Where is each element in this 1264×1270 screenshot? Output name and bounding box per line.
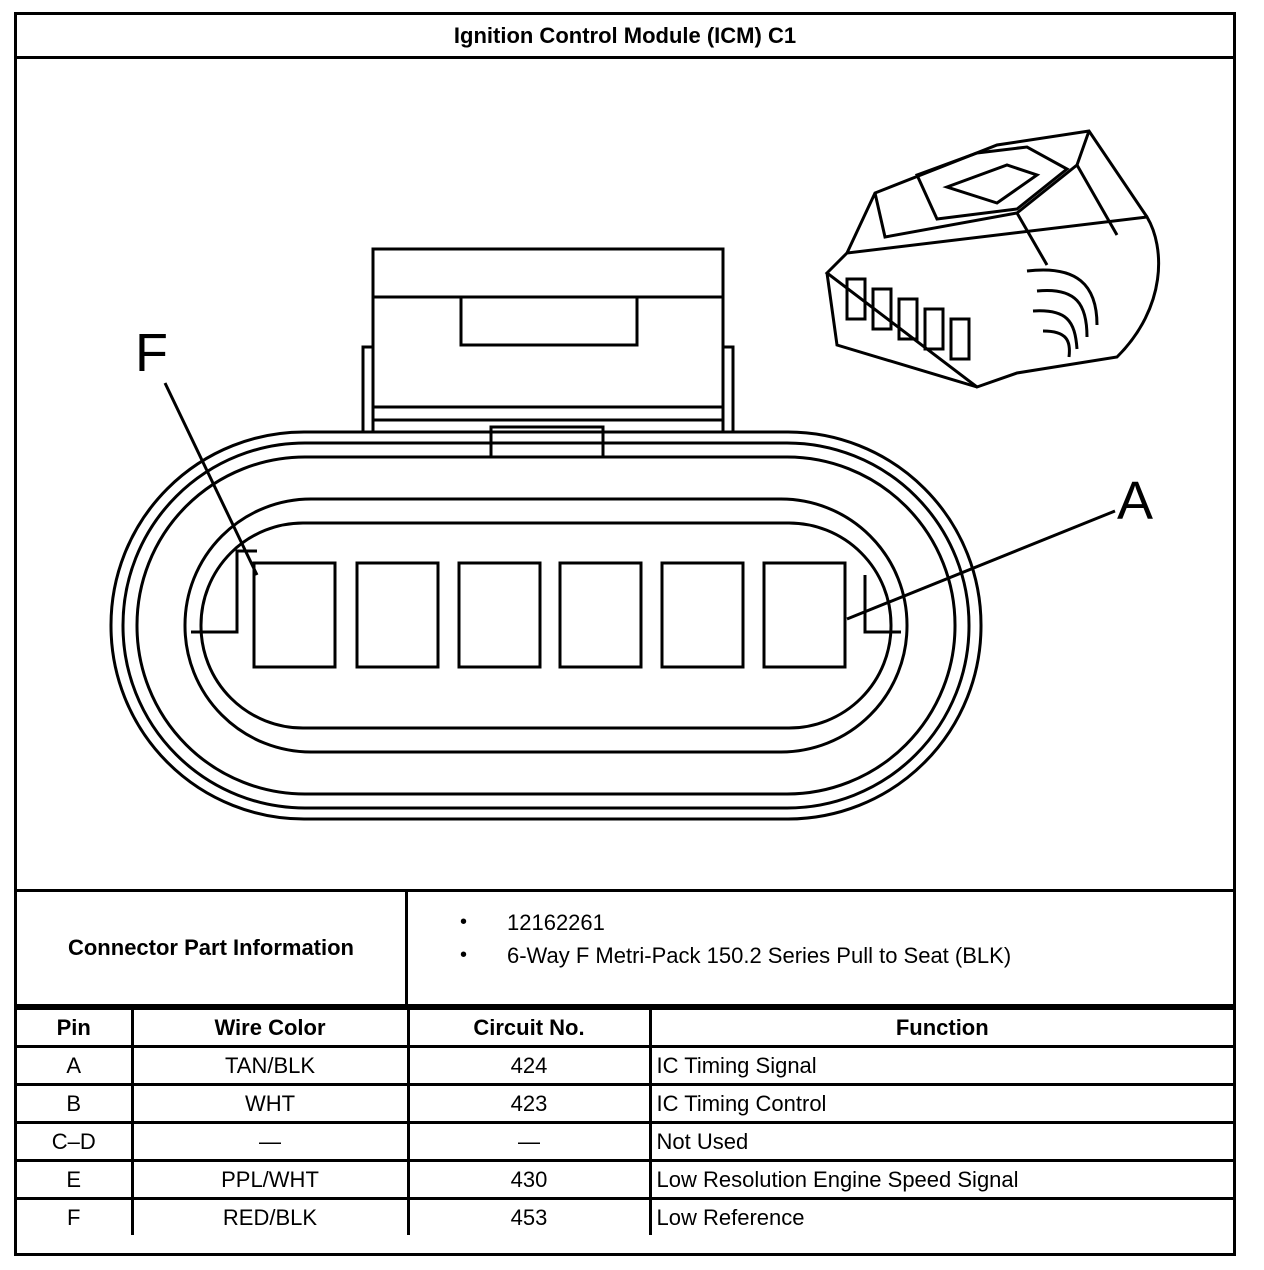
connector-sheet: Ignition Control Module (ICM) C1 (14, 12, 1236, 1256)
pin-label-f: F (135, 323, 168, 383)
terminal-cavity-b (660, 561, 745, 669)
connector-thumbnail-icon (824, 129, 1161, 389)
pin-cell: C–D (17, 1121, 134, 1162)
pin-cell: F (17, 1197, 134, 1235)
terminal-cavity-frame (199, 521, 893, 730)
leader-line-f (163, 382, 259, 576)
connector-diagram: F A (109, 129, 1161, 821)
column-header-pin: Pin (17, 1007, 134, 1048)
list-item: • 12162261 (460, 906, 1233, 939)
pin-label-a: A (1117, 471, 1153, 531)
pin-cell: E (17, 1159, 134, 1200)
table-row: A TAN/BLK 424 IC Timing Signal (17, 1045, 1233, 1086)
column-header-function: Function (648, 1007, 1233, 1048)
pinout-table: Pin Wire Color Circuit No. Function A TA… (17, 1007, 1233, 1235)
connector-part-information: Connector Part Information • 12162261 • … (17, 889, 1233, 1007)
circuit-cell: 453 (406, 1197, 652, 1235)
connector-body-inner (183, 497, 909, 754)
bullet-icon: • (460, 911, 468, 933)
part-number: 12162261 (507, 909, 605, 935)
circuit-cell: 430 (406, 1159, 652, 1200)
terminal-cavity-f (252, 561, 337, 669)
function-cell: Low Resolution Engine Speed Signal (648, 1159, 1233, 1200)
table-row: C–D — — Not Used (17, 1121, 1233, 1162)
wire-color-cell: PPL/WHT (130, 1159, 410, 1200)
connector-lock-tab (371, 247, 725, 432)
circuit-cell: 423 (406, 1083, 652, 1124)
function-cell: Not Used (648, 1121, 1233, 1162)
terminal-cavity-d (457, 561, 542, 669)
terminal-cavity-c (558, 561, 643, 669)
wire-color-cell: RED/BLK (130, 1197, 410, 1235)
connector-body-outer (109, 430, 983, 821)
lock-tab-window (459, 295, 639, 347)
function-cell: Low Reference (648, 1197, 1233, 1235)
connector-info-list: • 12162261 • 6-Way F Metri-Pack 150.2 Se… (408, 892, 1233, 1004)
wire-color-cell: — (130, 1121, 410, 1162)
table-row: B WHT 423 IC Timing Control (17, 1083, 1233, 1124)
terminal-cavity-a (762, 561, 847, 669)
connector-description: 6-Way F Metri-Pack 150.2 Series Pull to … (507, 942, 1012, 968)
pin-cell: A (17, 1045, 134, 1086)
wire-color-cell: TAN/BLK (130, 1045, 410, 1086)
bullet-icon: • (460, 944, 468, 966)
pin-cell: B (17, 1083, 134, 1124)
column-header-wire-color: Wire Color (130, 1007, 410, 1048)
list-item: • 6-Way F Metri-Pack 150.2 Series Pull t… (460, 939, 1233, 972)
terminal-cavity-e (355, 561, 440, 669)
circuit-cell: — (406, 1121, 652, 1162)
wire-color-cell: WHT (130, 1083, 410, 1124)
connector-info-label: Connector Part Information (17, 892, 408, 1004)
leader-line-a (846, 509, 1116, 621)
function-cell: IC Timing Signal (648, 1045, 1233, 1086)
table-row: F RED/BLK 453 Low Reference (17, 1197, 1233, 1235)
circuit-cell: 424 (406, 1045, 652, 1086)
column-header-circuit: Circuit No. (406, 1007, 652, 1048)
table-header-row: Pin Wire Color Circuit No. Function (17, 1007, 1233, 1048)
page-title: Ignition Control Module (ICM) C1 (17, 15, 1233, 59)
table-row: E PPL/WHT 430 Low Resolution Engine Spee… (17, 1159, 1233, 1200)
function-cell: IC Timing Control (648, 1083, 1233, 1124)
